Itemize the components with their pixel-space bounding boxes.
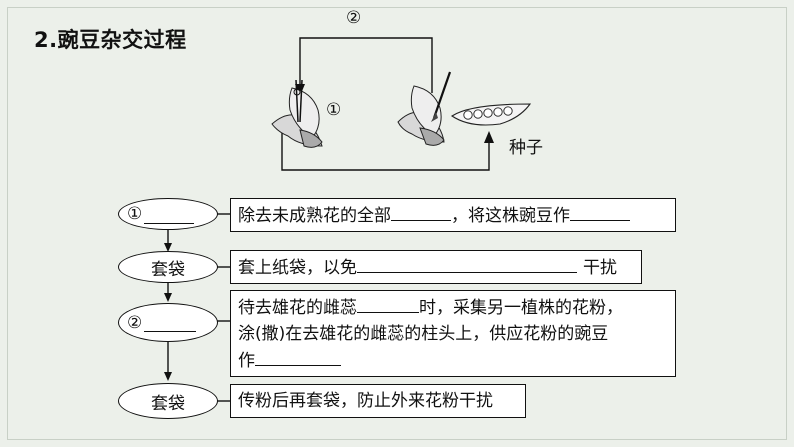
box3-blank-2 [255, 347, 341, 366]
flow-step-2-label: ② [127, 312, 143, 333]
blank-step-2 [144, 313, 197, 332]
step-label-mid: ① [326, 100, 342, 120]
pea-pod-icon [451, 103, 532, 126]
flow-step-1: ① [118, 198, 218, 230]
flow-step-bagging-1: 套袋 [118, 251, 218, 283]
box3-text-3: 作 [238, 351, 255, 371]
box-rebagging: 传粉后再套袋，防止外来花粉干扰 [230, 384, 526, 418]
step-label-top: ② [346, 8, 362, 28]
box3-blank-1 [357, 294, 419, 313]
box1-text-1: 除去未成熟花的全部 [238, 206, 391, 226]
box2-blank [357, 254, 577, 273]
box3-text-1b: 时，采集另一植株的花粉， [419, 298, 623, 318]
flow-step-1-label: ① [127, 204, 143, 224]
box3-text-2: 涂(撒)在去雄花的雌蕊的柱头上，供应花粉的豌豆 [238, 324, 609, 344]
box2-text-2: 干扰 [583, 258, 617, 278]
pea-flower-emasculated-icon [271, 79, 323, 148]
flow-step-bagging-2: 套袋 [118, 383, 218, 419]
slide-frame [7, 7, 787, 440]
box3-text-1a: 待去雄花的雌蕊 [238, 298, 357, 318]
box1-blank-2 [570, 202, 630, 221]
box-bagging: 套上纸袋，以免 干扰 [230, 250, 642, 284]
box1-blank-1 [391, 202, 451, 221]
box-emasculation: 除去未成熟花的全部 ，将这株豌豆作 [230, 198, 676, 232]
page-title: 2.豌豆杂交过程 [34, 28, 187, 52]
seed-label: 种子 [509, 138, 543, 158]
box-pollination: 待去雄花的雌蕊 时，采集另一植株的花粉， 涂(撒)在去雄花的雌蕊的柱头上，供应花粉… [230, 290, 676, 377]
box1-text-2: ，将这株豌豆作 [451, 206, 570, 226]
pea-flower-pollination-icon [397, 71, 452, 146]
blank-step-1 [144, 205, 195, 224]
flow-step-2: ② [118, 303, 218, 342]
box2-text-1: 套上纸袋，以免 [238, 258, 357, 278]
